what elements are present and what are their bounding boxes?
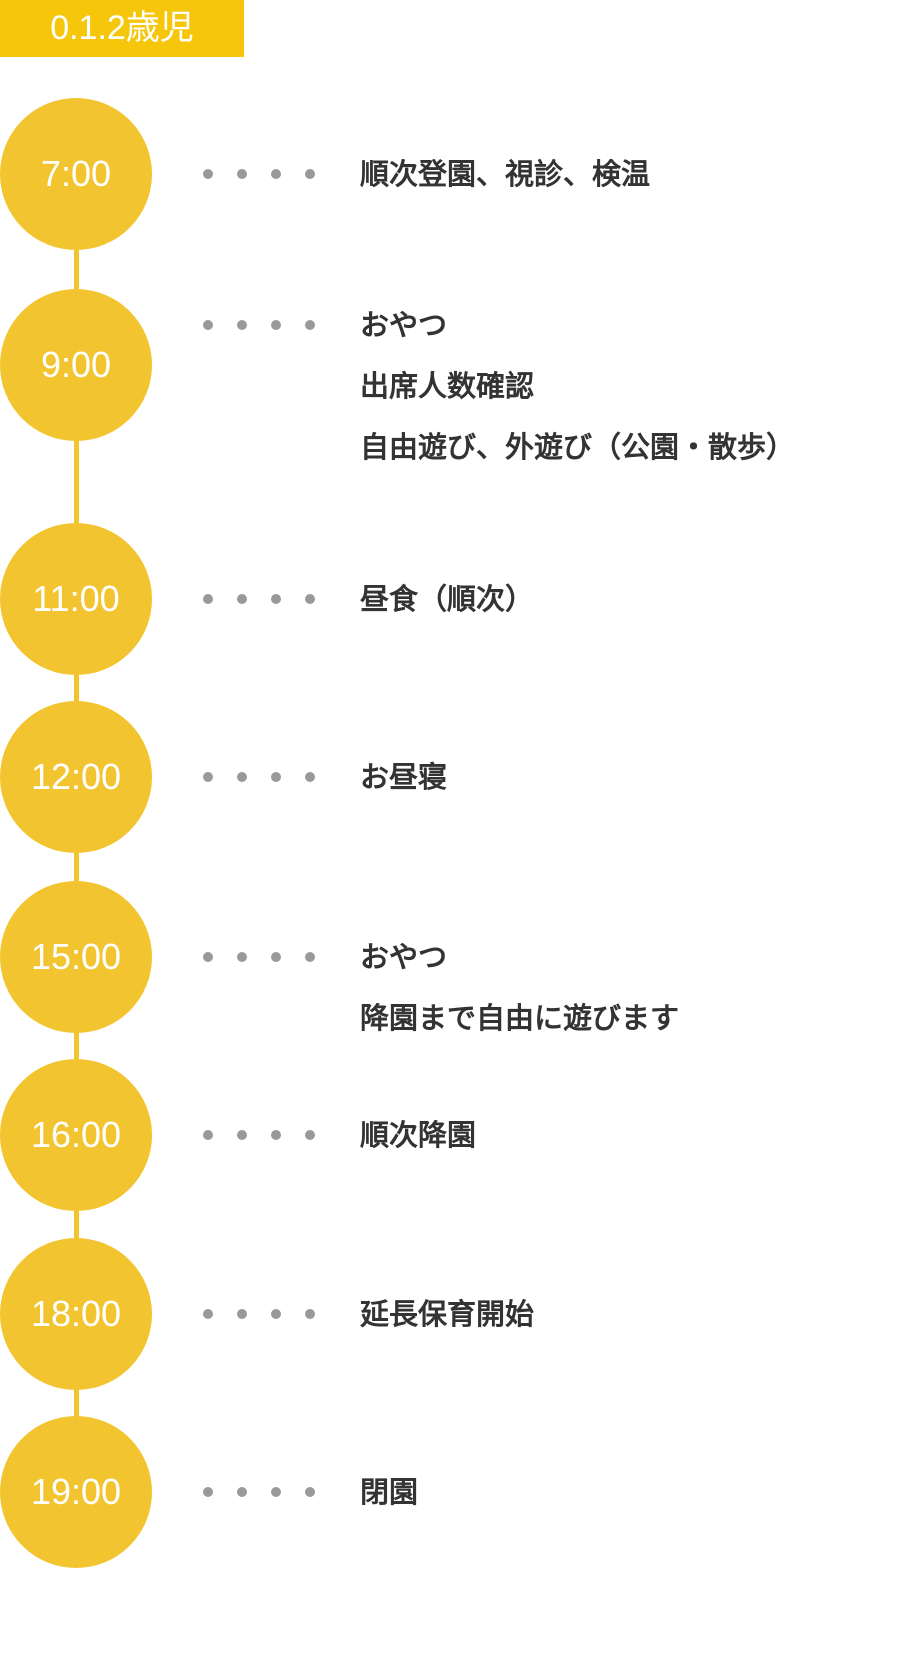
dot bbox=[305, 1309, 315, 1319]
dot bbox=[305, 1130, 315, 1140]
dot bbox=[237, 1487, 247, 1497]
time-circle: 19:00 bbox=[0, 1416, 152, 1568]
dot bbox=[271, 1309, 281, 1319]
dot bbox=[203, 772, 213, 782]
dot bbox=[203, 169, 213, 179]
dot bbox=[203, 320, 213, 330]
activity-line: 延長保育開始 bbox=[360, 1297, 535, 1331]
dot bbox=[271, 772, 281, 782]
dotted-leader bbox=[203, 320, 315, 330]
dot bbox=[203, 1487, 213, 1497]
dot bbox=[305, 1487, 315, 1497]
schedule-activity: 延長保育開始 bbox=[360, 1284, 534, 1345]
dot bbox=[237, 169, 247, 179]
dot bbox=[271, 320, 281, 330]
dot bbox=[237, 772, 247, 782]
time-circle: 16:00 bbox=[0, 1059, 152, 1211]
time-circle: 7:00 bbox=[0, 98, 152, 250]
activity-line: 昼食（順次） bbox=[360, 582, 535, 616]
schedule-activity: おやつ出席人数確認自由遊び、外遊び（公園・散歩） bbox=[360, 295, 795, 478]
dotted-leader bbox=[203, 594, 315, 604]
dot bbox=[271, 952, 281, 962]
schedule-activity: 順次登園、視診、検温 bbox=[360, 144, 650, 205]
activity-line: 順次降園 bbox=[360, 1118, 477, 1152]
dot bbox=[271, 1487, 281, 1497]
dotted-leader bbox=[203, 1309, 315, 1319]
dotted-leader bbox=[203, 1130, 315, 1140]
activity-line: 閉園 bbox=[360, 1475, 419, 1509]
dot bbox=[237, 594, 247, 604]
dot bbox=[305, 952, 315, 962]
dot bbox=[305, 772, 315, 782]
schedule-activity: 閉園 bbox=[360, 1462, 418, 1523]
activity-line: お昼寝 bbox=[360, 760, 448, 794]
dot bbox=[305, 320, 315, 330]
dot bbox=[305, 169, 315, 179]
dot bbox=[203, 594, 213, 604]
dot bbox=[237, 1130, 247, 1140]
activity-line: 順次登園、視診、検温 bbox=[360, 157, 651, 191]
dot bbox=[271, 169, 281, 179]
dot bbox=[203, 1130, 213, 1140]
time-circle: 18:00 bbox=[0, 1238, 152, 1390]
dotted-leader bbox=[203, 952, 315, 962]
dotted-leader bbox=[203, 1487, 315, 1497]
dot bbox=[271, 594, 281, 604]
activity-line: 出席人数確認 bbox=[360, 369, 535, 403]
dot bbox=[271, 1130, 281, 1140]
schedule-activity: 順次降園 bbox=[360, 1105, 476, 1166]
dot bbox=[237, 1309, 247, 1319]
age-group-badge: 0.1.2歳児 bbox=[0, 0, 244, 57]
time-circle: 15:00 bbox=[0, 881, 152, 1033]
dot bbox=[305, 594, 315, 604]
activity-line: 自由遊び、外遊び（公園・散歩） bbox=[360, 430, 796, 464]
schedule-activity: お昼寝 bbox=[360, 747, 447, 808]
dotted-leader bbox=[203, 169, 315, 179]
dot bbox=[203, 952, 213, 962]
schedule-activity: おやつ降園まで自由に遊びます bbox=[360, 927, 679, 1049]
activity-line: おやつ bbox=[360, 308, 448, 342]
time-circle: 9:00 bbox=[0, 289, 152, 441]
activity-line: おやつ bbox=[360, 940, 448, 974]
dot bbox=[237, 320, 247, 330]
activity-line: 降園まで自由に遊びます bbox=[360, 1001, 680, 1035]
dotted-leader bbox=[203, 772, 315, 782]
time-circle: 12:00 bbox=[0, 701, 152, 853]
time-circle: 11:00 bbox=[0, 523, 152, 675]
dot bbox=[237, 952, 247, 962]
dot bbox=[203, 1309, 213, 1319]
schedule-activity: 昼食（順次） bbox=[360, 569, 534, 630]
